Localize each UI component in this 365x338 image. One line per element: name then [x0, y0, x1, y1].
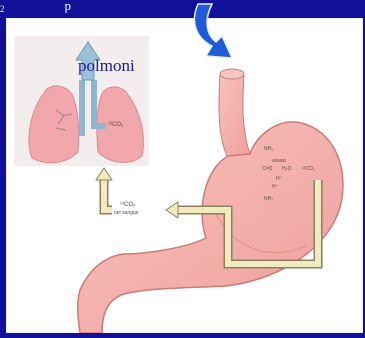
blue-curved-arrow-icon	[194, 4, 232, 58]
